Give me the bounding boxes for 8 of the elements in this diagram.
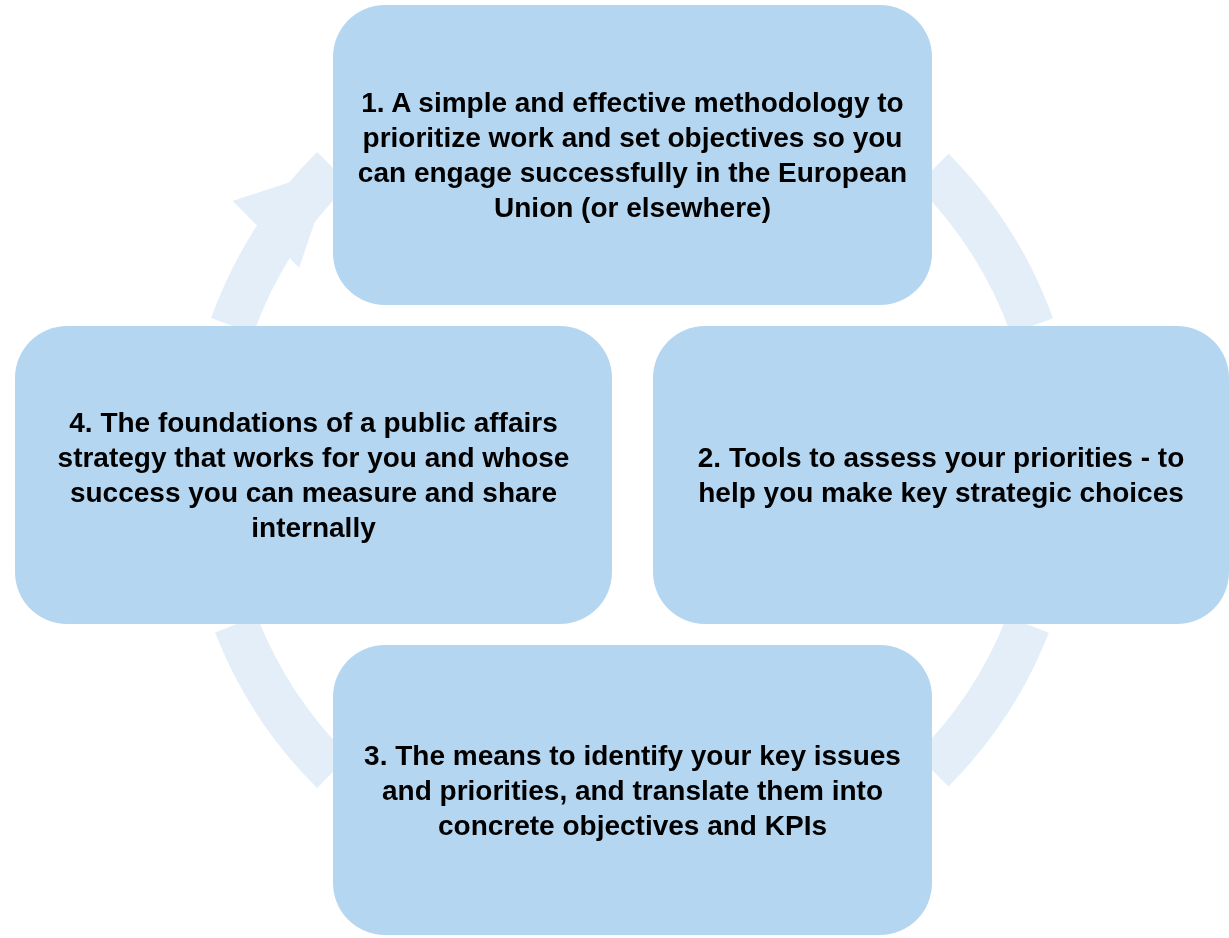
box-text: 1. A simple and effective methodology to prioritize work and set objectives so you can engage successfully in the European Union (or elsewhere) [356,86,909,225]
rounded-box [15,326,612,624]
rounded-box [653,326,1229,624]
rounded-box [333,5,932,305]
box-text: 4. The foundations of a public affairs strategy that works for you and whose success you can measure and share internally [56,406,571,545]
box-text: 3. The means to identify your key issues and priorities, and translate them into concrete objectives and KPIs [363,738,902,843]
rounded-box [333,645,932,935]
box-text: 2. Tools to assess your priorities - to help you make key strategic choices [696,441,1186,510]
